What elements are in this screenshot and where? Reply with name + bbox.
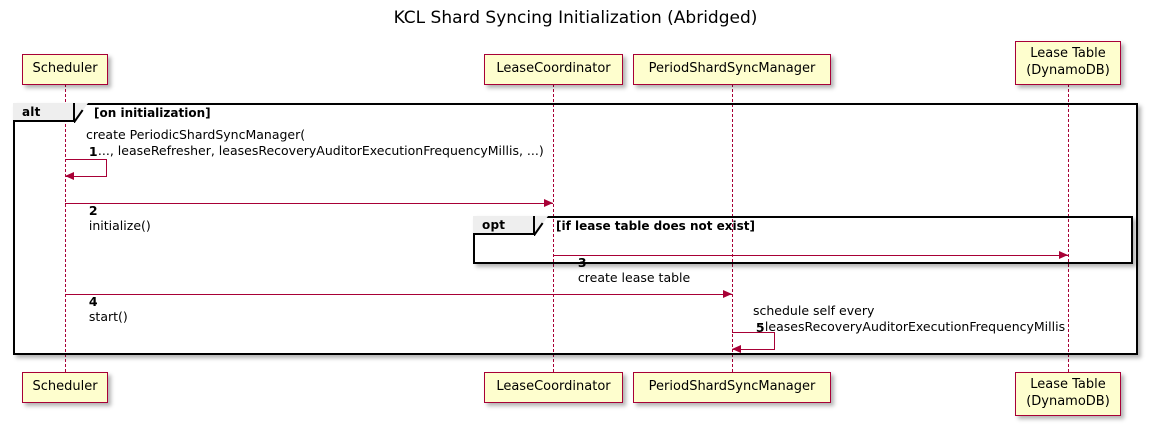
alt-frame-tab-label: alt [22,104,41,119]
opt-frame-tab-notch-edge [534,215,550,236]
participant-label: LeaseCoordinator [496,379,611,395]
opt-frame-tab-notch [535,216,548,235]
message-2-arrowhead [544,199,553,207]
message-1-number: 1 [88,143,98,159]
message-2-number: 2 [88,202,98,218]
message-4-number: 4 [88,293,98,309]
message-2-label: 2 initialize() [73,187,151,250]
participant-label: PeriodShardSyncManager [648,379,816,395]
message-4-text: start() [88,309,128,325]
lifeline-lease-table [1068,84,1069,372]
participant-label: Lease Table (DynamoDB) [1026,46,1110,78]
message-3-number: 3 [577,254,587,270]
message-5-number: 5 [755,319,765,335]
page-title: KCL Shard Syncing Initialization (Abridg… [393,8,758,28]
opt-frame-tab-label: opt [482,217,506,232]
message-5-arrowhead [732,345,741,353]
lifeline-scheduler [65,84,66,372]
opt-frame-condition: [if lease table does not exist] [556,219,756,233]
opt-frame-tab: opt [473,216,535,235]
participant-lease-coordinator-top[interactable]: LeaseCoordinator [484,54,623,85]
participant-lease-table-top[interactable]: Lease Table (DynamoDB) [1015,41,1121,85]
participant-period-shard-sync-manager-top[interactable]: PeriodShardSyncManager [633,54,831,85]
message-3-text: create lease table [577,270,691,286]
participant-lease-table-bottom[interactable]: Lease Table (DynamoDB) [1015,372,1121,416]
participant-scheduler-top[interactable]: Scheduler [22,54,108,85]
message-5-text: schedule self every leasesRecoveryAudito… [753,303,1066,334]
message-1-arrowhead [65,172,74,180]
alt-frame-tab-notch-edge [74,102,90,123]
message-3-label: 3 create lease table [562,239,690,302]
alt-frame-condition: [on initialization] [94,106,211,120]
message-4-label: 4 start() [73,278,128,341]
message-2-line [65,203,553,204]
message-3-arrowhead [1059,251,1068,259]
participant-label: PeriodShardSyncManager [648,61,816,77]
participant-period-shard-sync-manager-bottom[interactable]: PeriodShardSyncManager [633,372,831,403]
message-1-self-loop [65,159,107,177]
message-4-line [65,294,732,295]
participant-scheduler-bottom[interactable]: Scheduler [22,372,108,403]
message-1-text: create PeriodicShardSyncManager( ..., le… [86,127,544,158]
opt-frame [473,216,1133,264]
participant-label: Scheduler [32,61,98,77]
message-3-line [553,255,1068,256]
participant-label: LeaseCoordinator [496,61,611,77]
message-2-text: initialize() [88,218,151,234]
alt-frame-tab: alt [13,103,75,122]
message-5-self-loop [732,332,775,350]
participant-label: Scheduler [32,379,98,395]
lifeline-lease-coordinator [553,84,554,372]
alt-frame [13,103,1138,355]
alt-frame-tab-notch [75,103,88,122]
participant-label: Lease Table (DynamoDB) [1026,377,1110,409]
lifeline-period-shard-sync-manager [732,84,733,372]
message-4-arrowhead [723,290,732,298]
participant-lease-coordinator-bottom[interactable]: LeaseCoordinator [484,372,623,403]
